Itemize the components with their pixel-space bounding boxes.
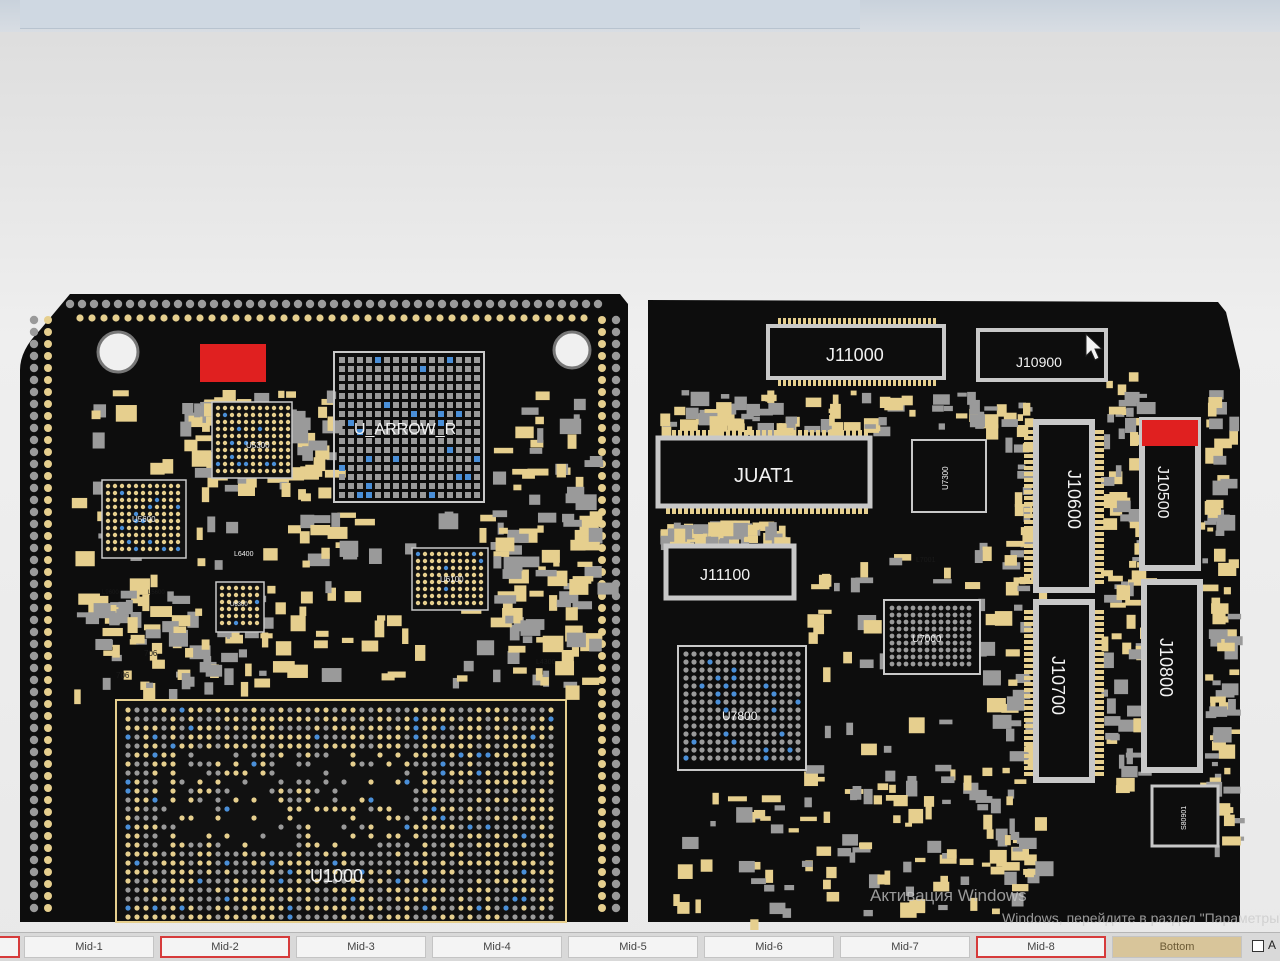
all-layers-checkbox[interactable] <box>1252 940 1264 952</box>
windows-activation-watermark: Активация Windows Windows, перейдите в р… <box>862 884 1280 932</box>
layer-tab-mid-4[interactable]: Mid-4 <box>432 936 562 958</box>
u-arrow-label: U_ARROW_R <box>354 421 456 438</box>
u7300-label: U7300 <box>941 466 950 490</box>
soc-ball-grid <box>125 707 554 920</box>
layer-tab-mid-8[interactable]: Mid-8 <box>976 936 1106 958</box>
j10700-label: J10700 <box>1048 656 1068 715</box>
j10900-label: J10900 <box>1016 354 1062 370</box>
c706b-label: 706 <box>116 671 130 680</box>
u6300-label: U6300 <box>230 602 248 608</box>
marked-component-right[interactable] <box>1142 420 1198 446</box>
juat1-label: JUAT1 <box>734 465 794 487</box>
s80901-label: S80901 <box>1181 806 1188 830</box>
u5300-label: U5300 <box>246 441 270 450</box>
board-canvas[interactable]: U_ARROW_R U1000 U5300 U5600 L6400 U6100 … <box>0 290 1280 930</box>
layer-tab-mid-1[interactable]: Mid-1 <box>24 936 154 958</box>
watermark-line1: Активация Windows <box>870 886 1027 905</box>
left-board-parts <box>71 390 619 705</box>
c706a-label: 706 <box>144 649 158 658</box>
j11100-label: J11100 <box>700 567 750 584</box>
j10500-label: J10500 <box>1154 466 1171 519</box>
u7800-label: U7800 <box>722 709 758 723</box>
right-board[interactable]: J11000 J10900 JUAT1 J11100 U7300 J10600 <box>648 300 1245 930</box>
layer-tab-mid-7[interactable]: Mid-7 <box>840 936 970 958</box>
u-arrow-ball-grid <box>339 357 480 498</box>
u7300-outline <box>911 439 987 513</box>
j11000-outline[interactable] <box>766 324 946 380</box>
layer-tab-bottom[interactable]: Bottom <box>1112 936 1242 958</box>
layer-tab-mid-6[interactable]: Mid-6 <box>704 936 834 958</box>
mount-hole-right <box>552 330 592 370</box>
layer-tab-mid-5[interactable]: Mid-5 <box>568 936 698 958</box>
j10600-label: J10600 <box>1064 470 1084 529</box>
j11100-outline[interactable] <box>663 543 797 601</box>
s80901-outline <box>1150 784 1220 848</box>
title-bar <box>20 0 860 29</box>
l5600-label: L5600 <box>148 590 165 596</box>
all-layers-label: A <box>1268 938 1277 952</box>
j10700-outline[interactable] <box>1033 599 1095 783</box>
u7800-ball-grid <box>683 651 801 761</box>
mouse-cursor-icon <box>1085 332 1104 361</box>
mount-hole-left <box>96 330 140 374</box>
marked-component-left[interactable] <box>200 344 266 382</box>
j10900-outline[interactable] <box>976 328 1108 382</box>
j10800-outline[interactable] <box>1141 579 1203 773</box>
soc-label: U1000 <box>310 866 363 886</box>
right-board-parts <box>660 318 1245 930</box>
layer-tab-mid-2[interactable]: Mid-2 <box>160 936 290 958</box>
u5600-label: U5600 <box>132 515 156 524</box>
u6100-label: U6100 <box>440 575 464 584</box>
j11000-label: J11000 <box>826 345 884 365</box>
j10600-outline[interactable] <box>1033 419 1095 593</box>
l4300-label: L4300 <box>536 659 556 666</box>
l9600-label: L9600 <box>102 590 119 596</box>
layer-tab-bar: Mid-1 Mid-2 Mid-3 Mid-4 Mid-5 Mid-6 Mid-7 Mid-8… <box>0 932 1280 961</box>
u7000-label: U7000 <box>912 634 942 645</box>
watermark-line2: Windows, перейдите в раздел "Параметры" <box>1002 910 1280 926</box>
layer-tab-stub[interactable] <box>0 936 20 958</box>
left-board[interactable]: U_ARROW_R U1000 U5300 U5600 L6400 U6100 … <box>20 294 628 923</box>
u-arrow-outline <box>333 351 485 503</box>
layer-tab-mid-3[interactable]: Mid-3 <box>296 936 426 958</box>
l6400-label: L6400 <box>234 551 254 558</box>
u7000-ball-grid <box>889 605 972 667</box>
j10800-label: J10800 <box>1156 638 1176 697</box>
l7001-label: L7001 <box>916 557 936 564</box>
board-viewer[interactable]: U_ARROW_R U1000 U5300 U5600 L6400 U6100 … <box>0 290 1280 930</box>
juat1-outline[interactable] <box>655 435 873 509</box>
left-board-via-ring <box>29 299 621 913</box>
